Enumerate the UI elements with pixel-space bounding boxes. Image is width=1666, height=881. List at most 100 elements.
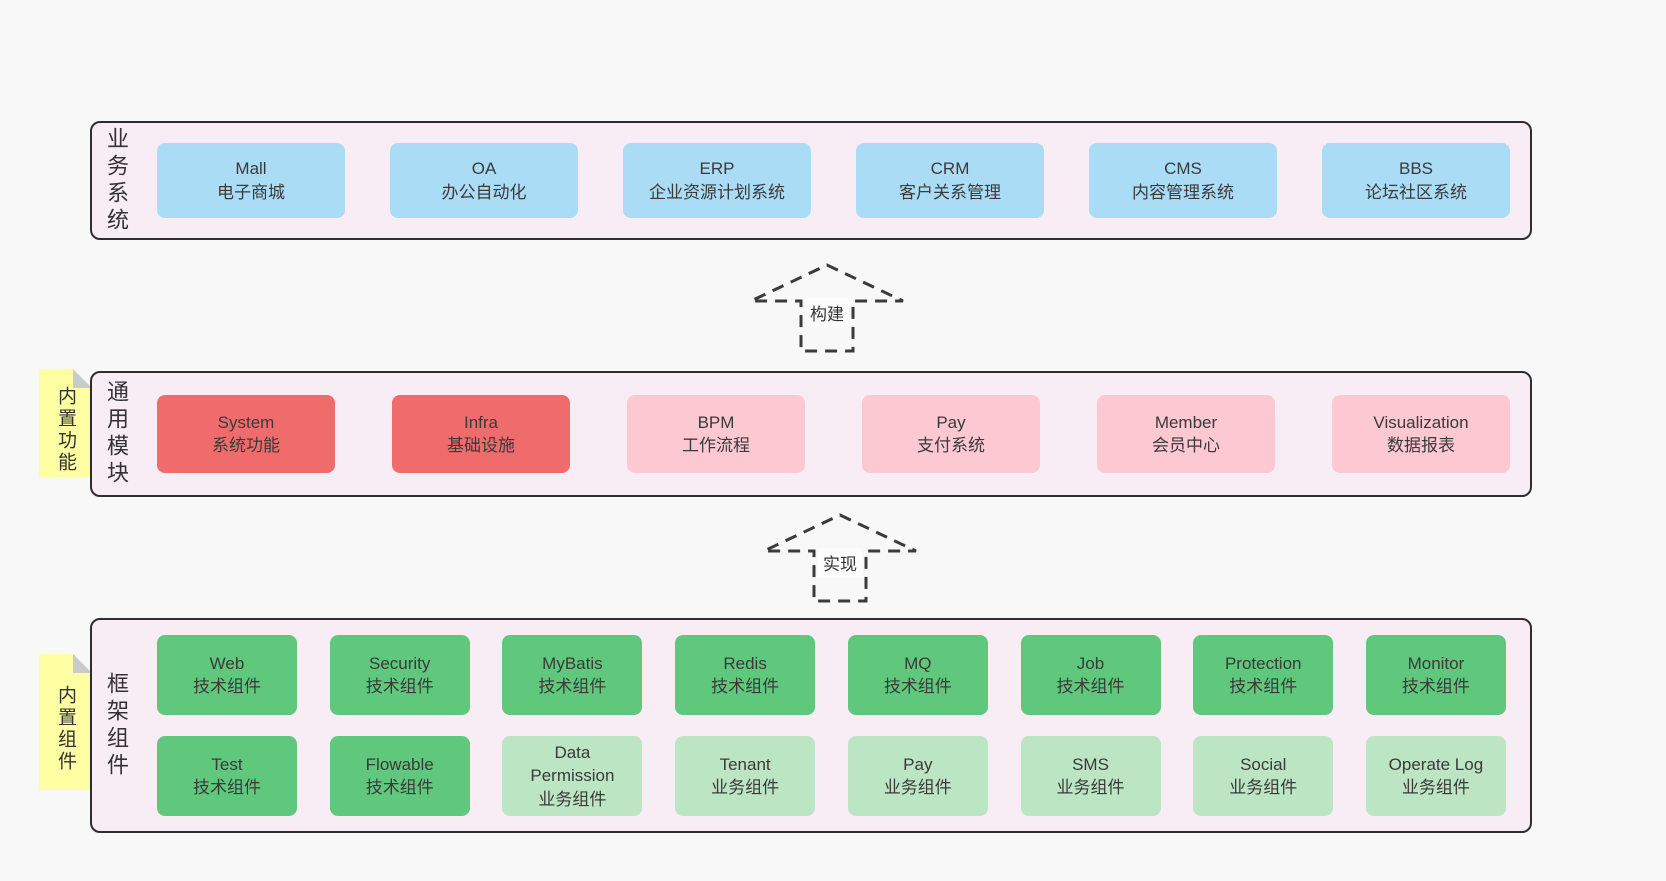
box-desc: 技术组件 xyxy=(538,677,607,696)
box-name: BBS xyxy=(1398,159,1434,179)
arrow-label-implement: 实现 xyxy=(818,548,862,577)
box-web: Web 技术组件 xyxy=(157,635,297,715)
box-name: Social xyxy=(1240,754,1287,774)
box-name: Flowable xyxy=(365,754,434,774)
dashed-up-arrow-icon xyxy=(750,263,904,353)
business-boxes-row: Mall 电子商城 OA 办公自动化 ERP 企业资源计划系统 CRM 客户关系… xyxy=(127,143,1530,218)
box-name: Security xyxy=(368,653,431,673)
box-name: Job xyxy=(1076,653,1105,673)
box-name: Member xyxy=(1154,412,1218,432)
box-name: Redis xyxy=(723,653,767,673)
box-operate-log: Operate Log 业务组件 xyxy=(1365,736,1506,816)
box-mall: Mall 电子商城 xyxy=(157,143,345,218)
box-desc: 业务组件 xyxy=(1229,778,1298,797)
box-cms: CMS 内容管理系统 xyxy=(1089,143,1277,218)
sticky-note-builtin-features: 内置功能 xyxy=(39,369,92,477)
box-desc: 工作流程 xyxy=(682,436,750,455)
box-desc: 业务组件 xyxy=(538,789,607,809)
box-erp: ERP 企业资源计划系统 xyxy=(623,143,811,218)
box-security: Security 技术组件 xyxy=(329,635,470,715)
box-desc: 业务组件 xyxy=(883,778,952,797)
box-desc: 技术组件 xyxy=(1401,677,1470,696)
box-name: Data Permission xyxy=(530,742,615,786)
box-pay: Pay 支付系统 xyxy=(862,395,1040,473)
module-boxes-row: System 系统功能 Infra 基础设施 BPM 工作流程 Pay 支付系统… xyxy=(127,395,1530,473)
box-flowable: Flowable 技术组件 xyxy=(329,736,470,816)
layer-label-business-systems: 业务系统 xyxy=(104,126,129,235)
box-desc: 系统功能 xyxy=(212,436,280,455)
box-oa: OA 办公自动化 xyxy=(390,143,578,218)
sticky-note-text: 内置组件 xyxy=(55,685,76,773)
sticky-note-text: 内置功能 xyxy=(55,386,76,474)
box-monitor: Monitor 技术组件 xyxy=(1365,635,1506,715)
dashed-up-arrow-icon xyxy=(763,513,917,603)
box-name: OA xyxy=(471,159,497,179)
arrow-build: 构建 xyxy=(747,262,907,354)
box-redis: Redis 技术组件 xyxy=(675,635,816,715)
box-name: Pay xyxy=(903,754,933,774)
box-infra: Infra 基础设施 xyxy=(392,395,570,473)
box-desc: 会员中心 xyxy=(1152,436,1220,455)
box-name: MyBatis xyxy=(542,653,603,673)
box-crm: CRM 客户关系管理 xyxy=(856,143,1044,218)
box-data-permission: Data Permission 业务组件 xyxy=(502,736,643,816)
box-desc: 基础设施 xyxy=(447,436,515,455)
box-desc: 技术组件 xyxy=(883,677,952,696)
box-desc: 论坛社区系统 xyxy=(1365,182,1467,202)
box-protection: Protection 技术组件 xyxy=(1193,635,1334,715)
box-desc: 技术组件 xyxy=(193,778,261,797)
box-name: MQ xyxy=(904,653,932,673)
box-tenant: Tenant 业务组件 xyxy=(675,736,816,816)
layer-common-modules: 通用模块 System 系统功能 Infra 基础设施 BPM 工作流程 Pay… xyxy=(90,371,1532,497)
box-name: SMS xyxy=(1072,754,1109,774)
box-desc: 客户关系管理 xyxy=(899,182,1001,202)
box-member: Member 会员中心 xyxy=(1097,395,1275,473)
box-desc: 数据报表 xyxy=(1387,436,1455,455)
box-mybatis: MyBatis 技术组件 xyxy=(502,635,643,715)
box-desc: 内容管理系统 xyxy=(1132,182,1234,202)
box-desc: 技术组件 xyxy=(1056,677,1125,696)
box-name: Monitor xyxy=(1407,653,1465,673)
box-name: Visualization xyxy=(1373,412,1469,432)
box-desc: 支付系统 xyxy=(917,436,985,455)
component-boxes-row-2: Test 技术组件 Flowable 技术组件 Data Permission … xyxy=(157,736,1506,816)
box-mq: MQ 技术组件 xyxy=(847,635,988,715)
box-name: CMS xyxy=(1164,159,1202,179)
box-name: Operate Log xyxy=(1388,754,1484,774)
box-desc: 业务组件 xyxy=(1401,778,1470,797)
box-system: System 系统功能 xyxy=(157,395,335,473)
folded-corner-icon xyxy=(73,369,92,388)
box-name: Pay xyxy=(936,412,966,432)
box-desc: 电子商城 xyxy=(217,182,285,202)
box-desc: 技术组件 xyxy=(711,677,780,696)
layer-label-framework-components: 框架组件 xyxy=(104,671,129,780)
box-name: ERP xyxy=(699,159,735,179)
sticky-note-builtin-components: 内置组件 xyxy=(39,654,92,790)
box-desc: 技术组件 xyxy=(1229,677,1298,696)
box-name: Web xyxy=(209,653,245,673)
box-name: Test xyxy=(211,754,243,774)
box-job: Job 技术组件 xyxy=(1020,635,1161,715)
arrow-label-build: 构建 xyxy=(805,298,849,327)
component-rows: Web 技术组件 Security 技术组件 MyBatis 技术组件 Redi… xyxy=(127,635,1530,816)
box-desc: 企业资源计划系统 xyxy=(649,182,785,202)
box-name: CRM xyxy=(930,159,970,179)
folded-corner-icon xyxy=(73,654,92,673)
box-name: BPM xyxy=(697,412,735,432)
component-boxes-row-1: Web 技术组件 Security 技术组件 MyBatis 技术组件 Redi… xyxy=(157,635,1506,715)
box-bbs: BBS 论坛社区系统 xyxy=(1322,143,1510,218)
box-name: Protection xyxy=(1224,653,1302,673)
box-desc: 技术组件 xyxy=(365,677,434,696)
layer-label-common-modules: 通用模块 xyxy=(104,380,129,488)
box-desc: 办公自动化 xyxy=(441,182,527,202)
box-desc: 业务组件 xyxy=(711,778,780,797)
box-desc: 技术组件 xyxy=(365,778,434,797)
box-name: Infra xyxy=(463,412,499,432)
layer-business-systems: 业务系统 Mall 电子商城 OA 办公自动化 ERP 企业资源计划系统 CRM… xyxy=(90,121,1532,240)
box-visualization: Visualization 数据报表 xyxy=(1332,395,1510,473)
box-test: Test 技术组件 xyxy=(157,736,297,816)
box-social: Social 业务组件 xyxy=(1193,736,1334,816)
arrow-implement: 实现 xyxy=(760,512,920,604)
box-bpm: BPM 工作流程 xyxy=(627,395,805,473)
box-name: Mall xyxy=(235,159,267,179)
